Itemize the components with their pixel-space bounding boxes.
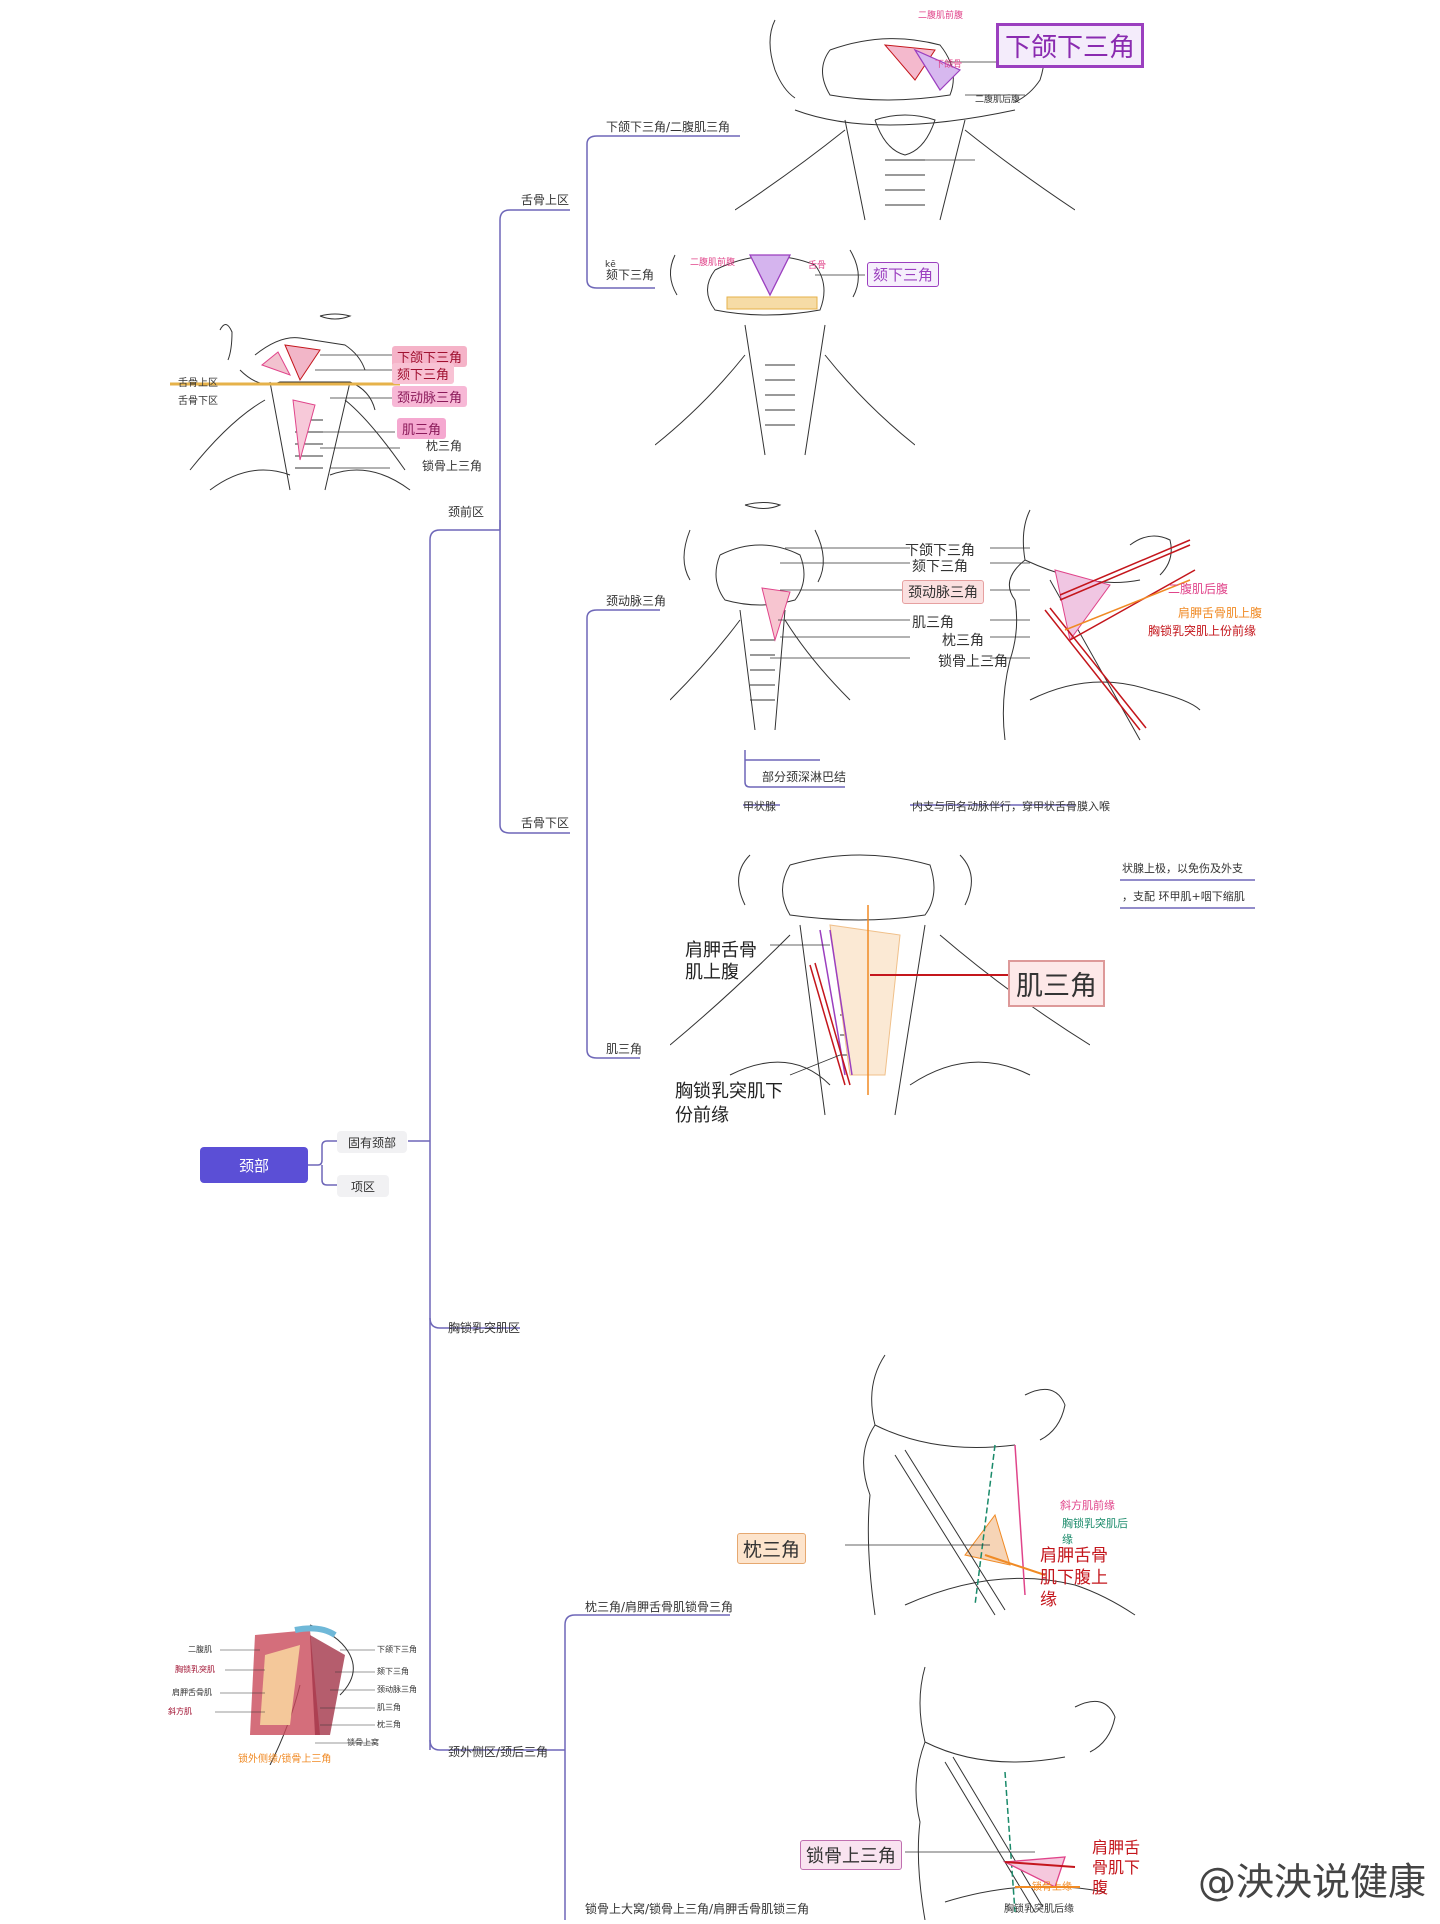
node-thyroid[interactable]: 甲状腺	[743, 800, 776, 813]
note-carotid-2: 胸锁乳突肌上份前缘	[1148, 624, 1257, 638]
note-muscular-0: 肩胛舌骨肌上腹	[685, 940, 757, 983]
node-muscular-triangle[interactable]: 肌三角	[606, 1042, 643, 1056]
note-submandibular-1: 下颌骨	[935, 60, 963, 70]
tag-overview-submental: 颏下三角	[392, 363, 455, 384]
node-carotid-triangle[interactable]: 颈动脉三角	[606, 594, 667, 608]
note-submental-1: 舌骨	[808, 261, 827, 271]
watermark: @泱泱说健康	[1197, 1860, 1426, 1904]
label-carotid-fig-submental: 颏下三角	[912, 559, 968, 575]
note-occipital-1: 胸锁乳突肌后缘	[1062, 1517, 1128, 1546]
pinyin-ke: kē	[605, 260, 616, 270]
node-note-innervation[interactable]: ，支配 环甲肌+咽下缩肌	[1122, 890, 1245, 903]
label-lat-left-3: 斜方肌	[168, 1707, 192, 1716]
label-carotid-fig-occipital: 枕三角	[942, 633, 984, 649]
note-submental-0: 二腹肌前腹	[690, 258, 736, 268]
node-submental-triangle[interactable]: 颏下三角	[606, 268, 655, 282]
label-lat-left-0: 二腹肌	[188, 1645, 212, 1654]
node-deep-lymph[interactable]: 部分颈深淋巴结	[762, 770, 847, 784]
node-submandibular-triangle[interactable]: 下颌下三角/二腹肌三角	[606, 120, 731, 134]
figure-occipital	[845, 1345, 1145, 1625]
node-scm-region[interactable]: 胸锁乳突肌区	[448, 1321, 521, 1335]
note-supraclavicular-0: 肩胛舌骨肌下腹	[1092, 1838, 1141, 1897]
figure-carotid	[669, 500, 1270, 760]
label-lat-right-4: 枕三角	[377, 1720, 401, 1729]
node-lateral-region[interactable]: 颈外侧区/颈后三角	[448, 1745, 549, 1759]
node-occipital-triangle[interactable]: 枕三角/肩胛舌骨肌锁骨三角	[585, 1600, 734, 1614]
label-overview-suprahyoid: 舌骨上区	[178, 378, 218, 389]
title-occipital-triangle: 枕三角	[737, 1533, 807, 1564]
label-lat-right-1: 颏下三角	[377, 1667, 409, 1676]
title-submandibular-triangle: 下颌下三角	[996, 23, 1145, 68]
note-supraclavicular-1: 锁骨上缘	[1032, 1882, 1072, 1893]
tag-overview-submandibular: 下颌下三角	[392, 346, 468, 367]
figure-muscular	[669, 845, 1091, 1125]
node-nuchal-region[interactable]: 项区	[337, 1175, 389, 1197]
label-lat-left-1: 胸锁乳突肌	[175, 1665, 215, 1674]
node-internal-branch[interactable]: 内支与同名动脉伴行，穿甲状舌骨膜入喉	[912, 800, 1110, 813]
figure-supraclavicular	[905, 1662, 1145, 1921]
label-carotid-fig-muscular: 肌三角	[912, 615, 954, 631]
tag-overview-muscular: 肌三角	[397, 418, 447, 439]
label-lat-left-2: 肩胛舌骨肌	[172, 1688, 212, 1697]
label-carotid-fig-carotid: 颈动脉三角	[902, 580, 984, 604]
note-occipital-2: 肩胛舌骨肌下腹上缘	[1040, 1546, 1108, 1610]
root-node-neck[interactable]: 颈部	[200, 1147, 308, 1183]
note-submandibular-0: 二腹肌前腹	[918, 11, 964, 21]
figure-submandibular	[734, 10, 1076, 225]
title-muscular-triangle: 肌三角	[1008, 960, 1105, 1007]
label-overview-supraclavicular: 锁骨上三角	[422, 459, 483, 473]
label-overview-occipital: 枕三角	[426, 439, 463, 453]
node-note-thyroid-pole[interactable]: 状腺上极，以免伤及外支	[1122, 862, 1243, 875]
node-infrahyoid[interactable]: 舌骨下区	[521, 816, 570, 830]
note-occipital-0: 斜方肌前缘	[1060, 1499, 1115, 1512]
figure-submental	[654, 235, 916, 465]
label-lat-right-3: 肌三角	[377, 1703, 401, 1712]
label-carotid-fig-supraclavicular: 锁骨上三角	[938, 654, 1008, 670]
label-lat-right-5: 锁骨上窝	[347, 1738, 379, 1747]
caption-lateral-overview: 锁外侧缘/锁骨上三角	[238, 1754, 332, 1765]
tag-overview-carotid: 颈动脉三角	[392, 386, 468, 407]
note-submandibular-2: 二腹肌后腹	[975, 95, 1021, 105]
label-lat-right-0: 下颌下三角	[377, 1645, 417, 1654]
node-proper-neck[interactable]: 固有颈部	[337, 1131, 407, 1153]
label-overview-infrahyoid: 舌骨下区	[178, 396, 218, 407]
note-supraclavicular-2: 胸锁乳突肌后缘	[1004, 1904, 1074, 1915]
note-muscular-1: 胸锁乳突肌下份前缘	[675, 1081, 783, 1126]
title-supraclavicular-triangle: 锁骨上三角	[800, 1840, 902, 1870]
label-carotid-fig-submandibular: 下颌下三角	[905, 543, 975, 559]
title-submental-triangle: 颏下三角	[867, 262, 940, 287]
label-lat-right-2: 颈动脉三角	[377, 1685, 417, 1694]
note-carotid-1: 肩胛舌骨肌上腹	[1178, 606, 1263, 620]
figure-overview-anterior	[170, 310, 510, 500]
figure-lateral-overview	[170, 1615, 435, 1766]
note-carotid-0: 二腹肌后腹	[1168, 582, 1229, 596]
node-supraclavicular-triangle[interactable]: 锁骨上大窝/锁骨上三角/肩胛舌骨肌锁三角	[585, 1902, 810, 1916]
node-suprahyoid[interactable]: 舌骨上区	[521, 193, 570, 207]
node-anterior-region[interactable]: 颈前区	[448, 505, 485, 519]
